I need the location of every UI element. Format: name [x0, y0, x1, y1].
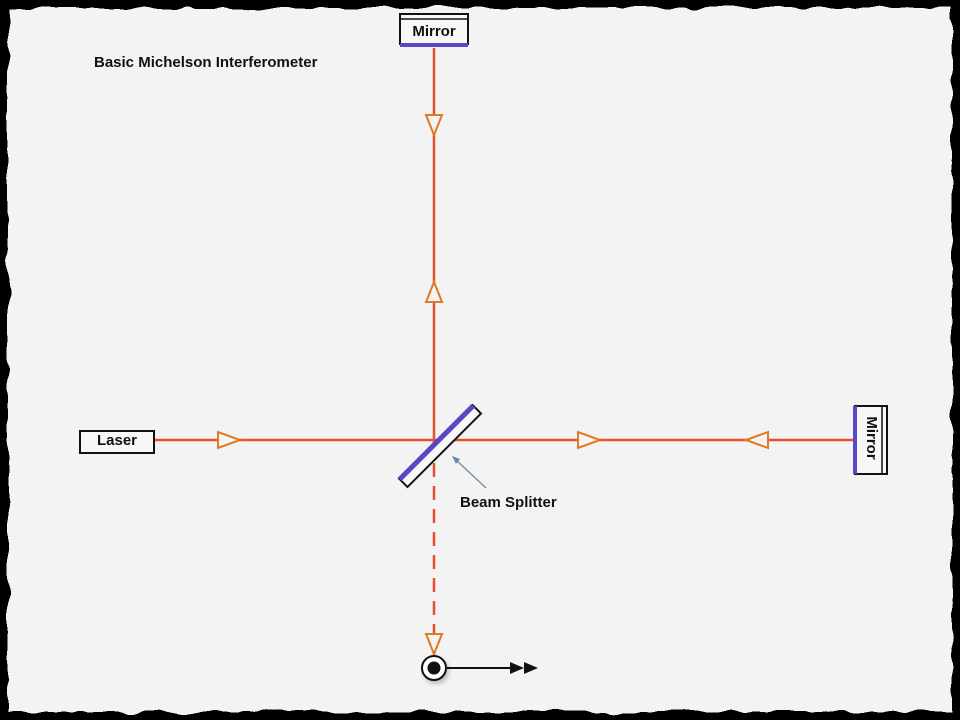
mirror-top-label: Mirror — [412, 23, 456, 40]
arrow-to-detector — [424, 633, 444, 657]
arrow-to-top-mirror — [424, 279, 444, 303]
paper-sheet — [8, 8, 952, 712]
beam-paths — [154, 48, 855, 655]
beam-direction-arrows — [217, 114, 769, 657]
mirror-right-label: Mirror — [863, 416, 880, 460]
diagram-title: Basic Michelson Interferometer — [94, 54, 318, 71]
beam-splitter-pointer — [452, 456, 487, 489]
mirror-right — [853, 405, 888, 475]
pointer-arrowhead — [452, 456, 460, 464]
beam-splitter — [397, 403, 483, 489]
mirror-top — [399, 13, 469, 47]
detector — [421, 655, 538, 684]
detector-arrowhead-1 — [510, 662, 524, 674]
detector-core — [427, 661, 441, 675]
detector-arrowhead-2 — [524, 662, 538, 674]
laser-label: Laser — [96, 432, 138, 449]
arrow-from-right-mirror — [743, 430, 769, 450]
beam-splitter-label: Beam Splitter — [460, 494, 557, 511]
beam-splitter-surface — [397, 403, 476, 482]
arrow-laser-right — [217, 430, 243, 450]
arrow-to-right-mirror — [577, 430, 603, 450]
pointer-line — [454, 458, 487, 489]
laser-box — [79, 430, 155, 454]
arrow-from-top-mirror — [424, 114, 444, 138]
